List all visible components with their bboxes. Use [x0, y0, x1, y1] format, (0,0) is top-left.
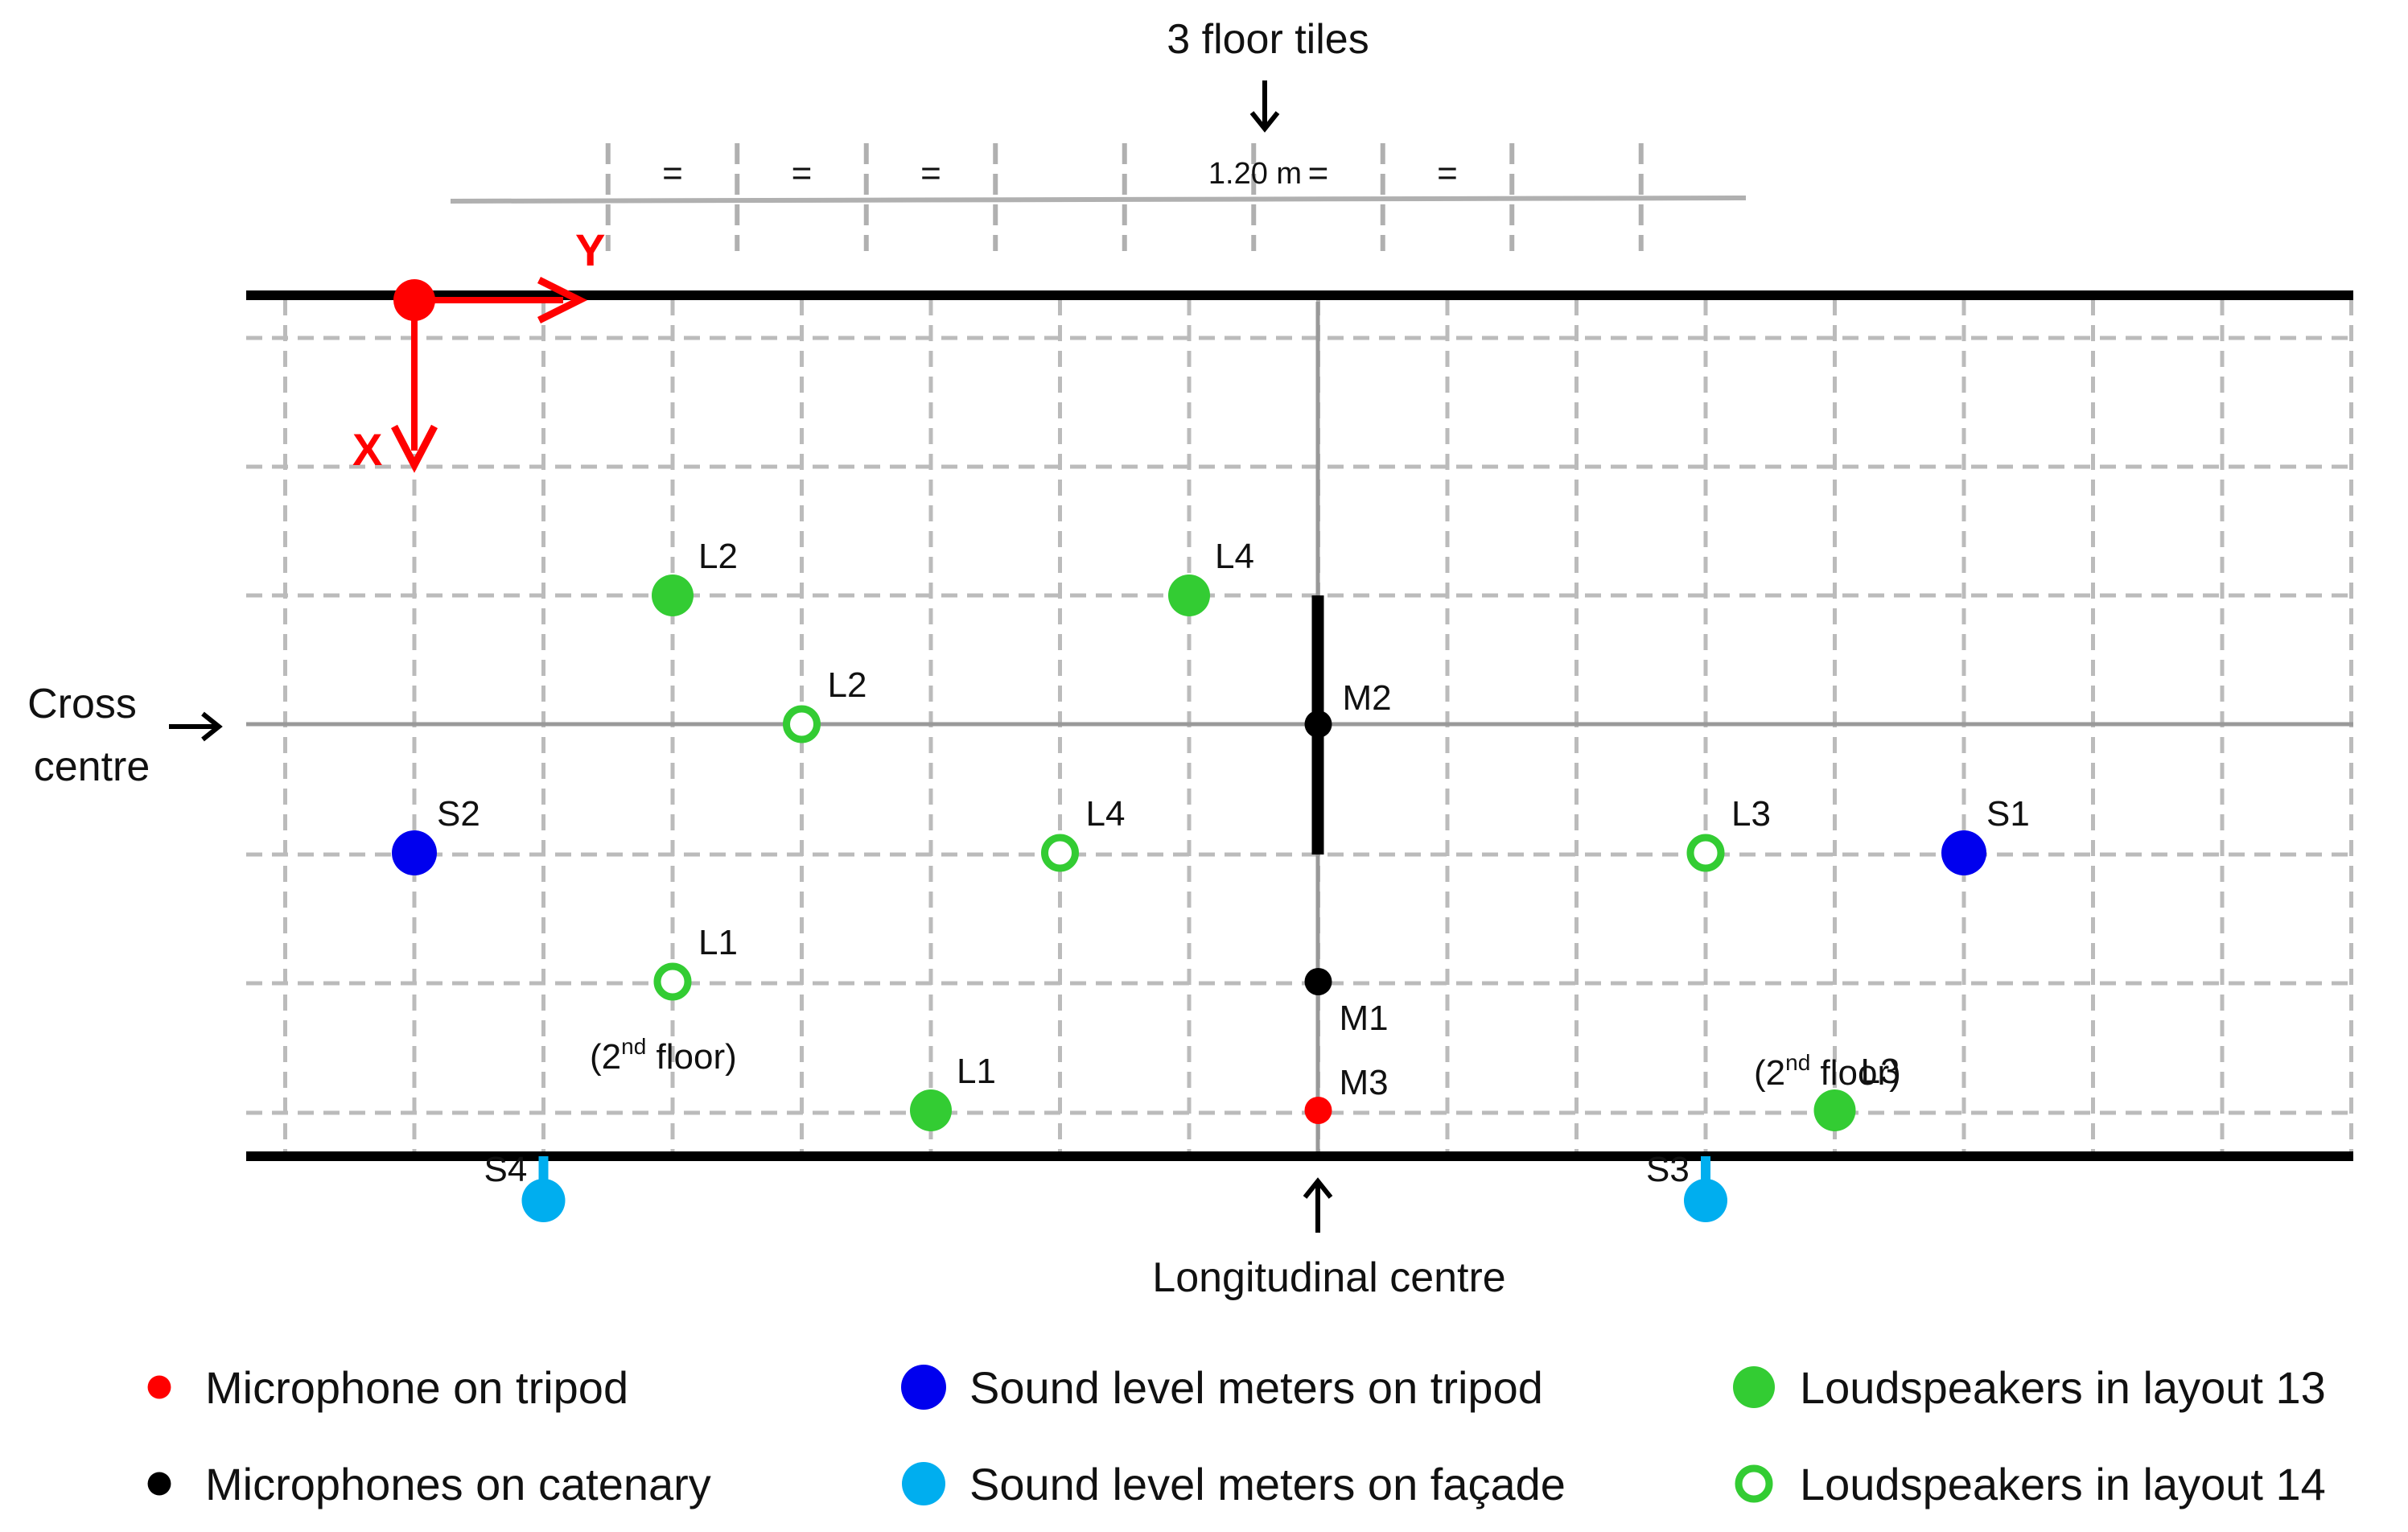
- point-s3: [1684, 1179, 1727, 1222]
- label-m1: M1: [1340, 999, 1389, 1038]
- point-l4: [1168, 574, 1210, 616]
- coordinate-axes: Y X: [352, 224, 605, 475]
- legend-item-mic-catenary: Microphones on catenary: [147, 1459, 711, 1509]
- legend-label: Microphones on catenary: [205, 1459, 711, 1509]
- y-axis-label: Y: [575, 224, 605, 275]
- floor-tiles-note: 3 floor tiles: [1167, 16, 1369, 63]
- point-s2: [392, 830, 437, 875]
- loudspeaker-14-marker-icon: [1735, 1464, 1773, 1503]
- label-m3: M3: [1340, 1063, 1389, 1102]
- label-l2b: L2: [828, 665, 867, 705]
- second-floor-note-s4: (2nd floor): [590, 1034, 737, 1077]
- label-l4b: L4: [1086, 794, 1126, 834]
- legend-item-slm-facade: Sound level meters on façade: [902, 1459, 1566, 1509]
- legend-item-slm-tripod: Sound level meters on tripod: [901, 1362, 1543, 1413]
- equal-sign: =: [920, 154, 941, 193]
- point-l1b: [653, 962, 692, 1001]
- point-l1: [910, 1089, 952, 1131]
- legend-item-mic-tripod: Microphone on tripod: [147, 1362, 628, 1413]
- tile-scale-ruler: = = = = = 1.20 m: [450, 143, 1747, 251]
- label-m2: M2: [1343, 678, 1392, 718]
- legend-label: Sound level meters on façade: [969, 1459, 1566, 1509]
- legend-item-loudspeaker-13: Loudspeakers in layout 13: [1733, 1362, 2326, 1413]
- ruler-ticks: [605, 143, 1644, 251]
- point-s4: [521, 1179, 566, 1222]
- facade-stands: [538, 1156, 1710, 1200]
- legend-label: Loudspeakers in layout 13: [1800, 1362, 2326, 1413]
- tile-width-label: 1.20 m: [1208, 157, 1302, 191]
- right-arrow-icon: [169, 711, 223, 742]
- label-s1: S1: [1986, 794, 2030, 834]
- point-l2: [652, 574, 694, 616]
- equal-sign: =: [792, 154, 813, 193]
- cross-centre-label-line2: centre: [34, 743, 150, 790]
- label-s3: S3: [1646, 1150, 1690, 1189]
- point-l2b: [783, 705, 821, 743]
- legend-item-loudspeaker-14: Loudspeakers in layout 14: [1735, 1459, 2326, 1509]
- equal-sign: =: [1308, 154, 1329, 193]
- equal-sign: =: [1437, 154, 1458, 193]
- label-s4: S4: [484, 1150, 528, 1189]
- cross-centre-label-line1: Cross: [27, 681, 137, 727]
- label-l3b: L3: [1731, 794, 1771, 834]
- loudspeaker-13-marker-icon: [1733, 1366, 1775, 1408]
- label-l1: L1: [957, 1052, 996, 1091]
- label-l4: L4: [1215, 537, 1254, 576]
- slm-tripod-marker-icon: [901, 1365, 946, 1410]
- point-l3b: [1686, 834, 1725, 872]
- label-l2: L2: [698, 537, 738, 576]
- legend-label: Microphone on tripod: [205, 1362, 628, 1413]
- label-s2: S2: [437, 794, 480, 834]
- longitudinal-centre-label: Longitudinal centre: [1152, 1254, 1505, 1301]
- legend-label: Loudspeakers in layout 14: [1800, 1459, 2326, 1509]
- mic-catenary-marker-icon: [147, 1472, 171, 1496]
- legend-label: Sound level meters on tripod: [969, 1362, 1543, 1413]
- point-m1: [1304, 968, 1332, 995]
- point-l4b: [1041, 834, 1079, 872]
- slm-facade-marker-icon: [902, 1462, 945, 1505]
- label-l3: L3: [1861, 1052, 1900, 1091]
- up-arrow-icon: [1303, 1177, 1333, 1233]
- origin-point: [393, 279, 435, 321]
- equal-sign: =: [662, 154, 683, 193]
- point-l3: [1813, 1089, 1856, 1131]
- x-axis-label: X: [352, 424, 382, 475]
- ruler-equal-signs: = = = = =: [662, 154, 1458, 193]
- point-m3: [1304, 1097, 1332, 1124]
- mic-tripod-marker-icon: [147, 1375, 171, 1399]
- point-m2: [1304, 710, 1332, 738]
- second-floor-note-s3: (2nd floor): [1754, 1050, 1901, 1093]
- point-s1: [1941, 830, 1986, 875]
- down-arrow-icon: [1249, 80, 1280, 133]
- label-l1b: L1: [698, 923, 738, 962]
